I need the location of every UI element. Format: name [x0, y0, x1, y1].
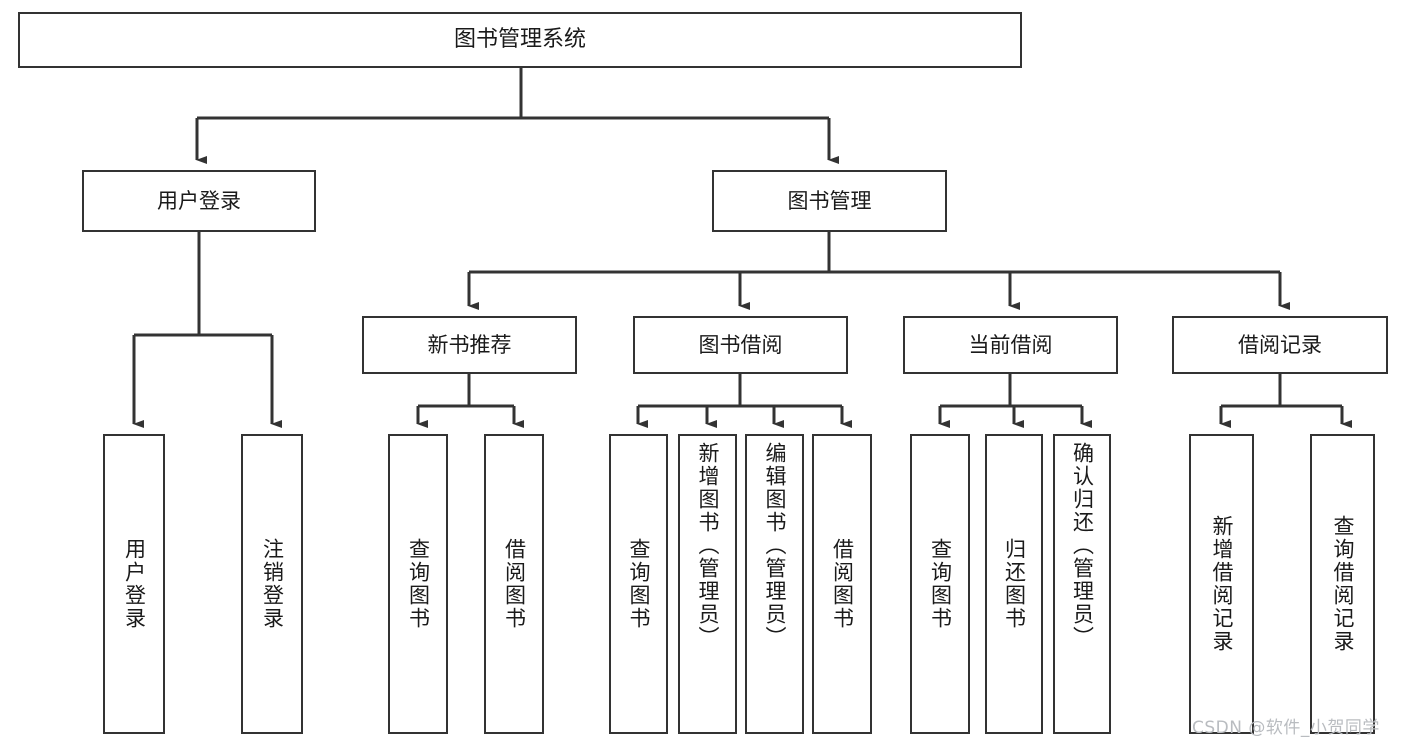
- node-book-borrow[interactable]: 图书借阅: [633, 316, 848, 374]
- node-root-label: 图书管理系统: [453, 27, 586, 53]
- node-leaf-query-book-a[interactable]: 查询图书: [388, 434, 448, 734]
- node-leaf-logout[interactable]: 注销登录: [241, 434, 303, 734]
- node-leaf-add-borrow-record-label: 新增借阅记录: [1210, 515, 1234, 653]
- node-leaf-borrow-book-b-label: 借阅图书: [830, 538, 855, 630]
- node-book-management[interactable]: 图书管理: [712, 170, 947, 232]
- node-borrow-records[interactable]: 借阅记录: [1172, 316, 1388, 374]
- node-leaf-add-book-admin-label: 新增图书（管理员）: [696, 442, 720, 649]
- node-leaf-confirm-return-admin-label: 确认归还（管理员）: [1070, 442, 1095, 649]
- node-user-login-label: 用户登录: [157, 188, 241, 213]
- node-leaf-add-borrow-record[interactable]: 新增借阅记录: [1189, 434, 1254, 734]
- node-new-book-recommend-label: 新书推荐: [427, 332, 512, 357]
- node-root[interactable]: 图书管理系统: [18, 12, 1022, 68]
- node-leaf-borrow-book-b[interactable]: 借阅图书: [812, 434, 872, 734]
- node-leaf-edit-book-admin-label: 编辑图书（管理员）: [763, 442, 787, 649]
- node-leaf-query-book-b-label: 查询图书: [627, 538, 651, 630]
- node-leaf-return-book-label: 归还图书: [1002, 538, 1027, 630]
- node-new-book-recommend[interactable]: 新书推荐: [362, 316, 577, 374]
- node-leaf-borrow-book-a-label: 借阅图书: [502, 538, 527, 630]
- node-leaf-query-borrow-record-label: 查询借阅记录: [1331, 515, 1355, 653]
- node-leaf-return-book[interactable]: 归还图书: [985, 434, 1043, 734]
- node-borrow-records-label: 借阅记录: [1238, 332, 1322, 357]
- node-leaf-query-book-b[interactable]: 查询图书: [609, 434, 668, 734]
- node-current-borrow[interactable]: 当前借阅: [903, 316, 1118, 374]
- watermark-text: CSDN @软件_小贺同学: [1192, 718, 1380, 738]
- node-leaf-query-book-c-label: 查询图书: [928, 538, 953, 630]
- node-leaf-user-login[interactable]: 用户登录: [103, 434, 165, 734]
- node-leaf-query-borrow-record[interactable]: 查询借阅记录: [1310, 434, 1375, 734]
- node-leaf-logout-label: 注销登录: [260, 538, 285, 630]
- node-book-borrow-label: 图书借阅: [698, 332, 783, 357]
- node-leaf-user-login-label: 用户登录: [122, 538, 147, 630]
- node-leaf-query-book-a-label: 查询图书: [406, 538, 431, 630]
- node-current-borrow-label: 当前借阅: [968, 332, 1053, 357]
- node-leaf-borrow-book-a[interactable]: 借阅图书: [484, 434, 544, 734]
- node-leaf-edit-book-admin[interactable]: 编辑图书（管理员）: [745, 434, 804, 734]
- node-leaf-query-book-c[interactable]: 查询图书: [910, 434, 970, 734]
- node-leaf-add-book-admin[interactable]: 新增图书（管理员）: [678, 434, 737, 734]
- node-book-management-label: 图书管理: [787, 188, 872, 213]
- node-leaf-confirm-return-admin[interactable]: 确认归还（管理员）: [1053, 434, 1111, 734]
- node-user-login[interactable]: 用户登录: [82, 170, 316, 232]
